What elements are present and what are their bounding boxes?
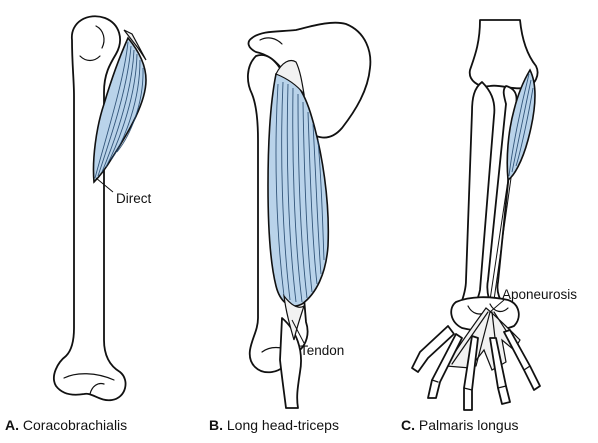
panel-a-illustration <box>54 16 146 400</box>
caption-a-name: Coracobrachialis <box>23 417 127 433</box>
callout-aponeurosis: Aponeurosis <box>502 287 577 302</box>
caption-b-name: Long head-triceps <box>227 417 339 433</box>
panel-c-illustration <box>412 20 540 410</box>
caption-b-letter: B. <box>209 417 223 433</box>
caption-c: C. Palmaris longus <box>401 417 519 433</box>
caption-b: B. Long head-triceps <box>209 417 339 433</box>
callout-tendon: Tendon <box>300 343 344 358</box>
caption-a: A. Coracobrachialis <box>5 417 127 433</box>
caption-a-letter: A. <box>5 417 19 433</box>
caption-c-letter: C. <box>401 417 415 433</box>
callout-direct: Direct <box>116 191 151 206</box>
caption-c-name: Palmaris longus <box>419 417 519 433</box>
